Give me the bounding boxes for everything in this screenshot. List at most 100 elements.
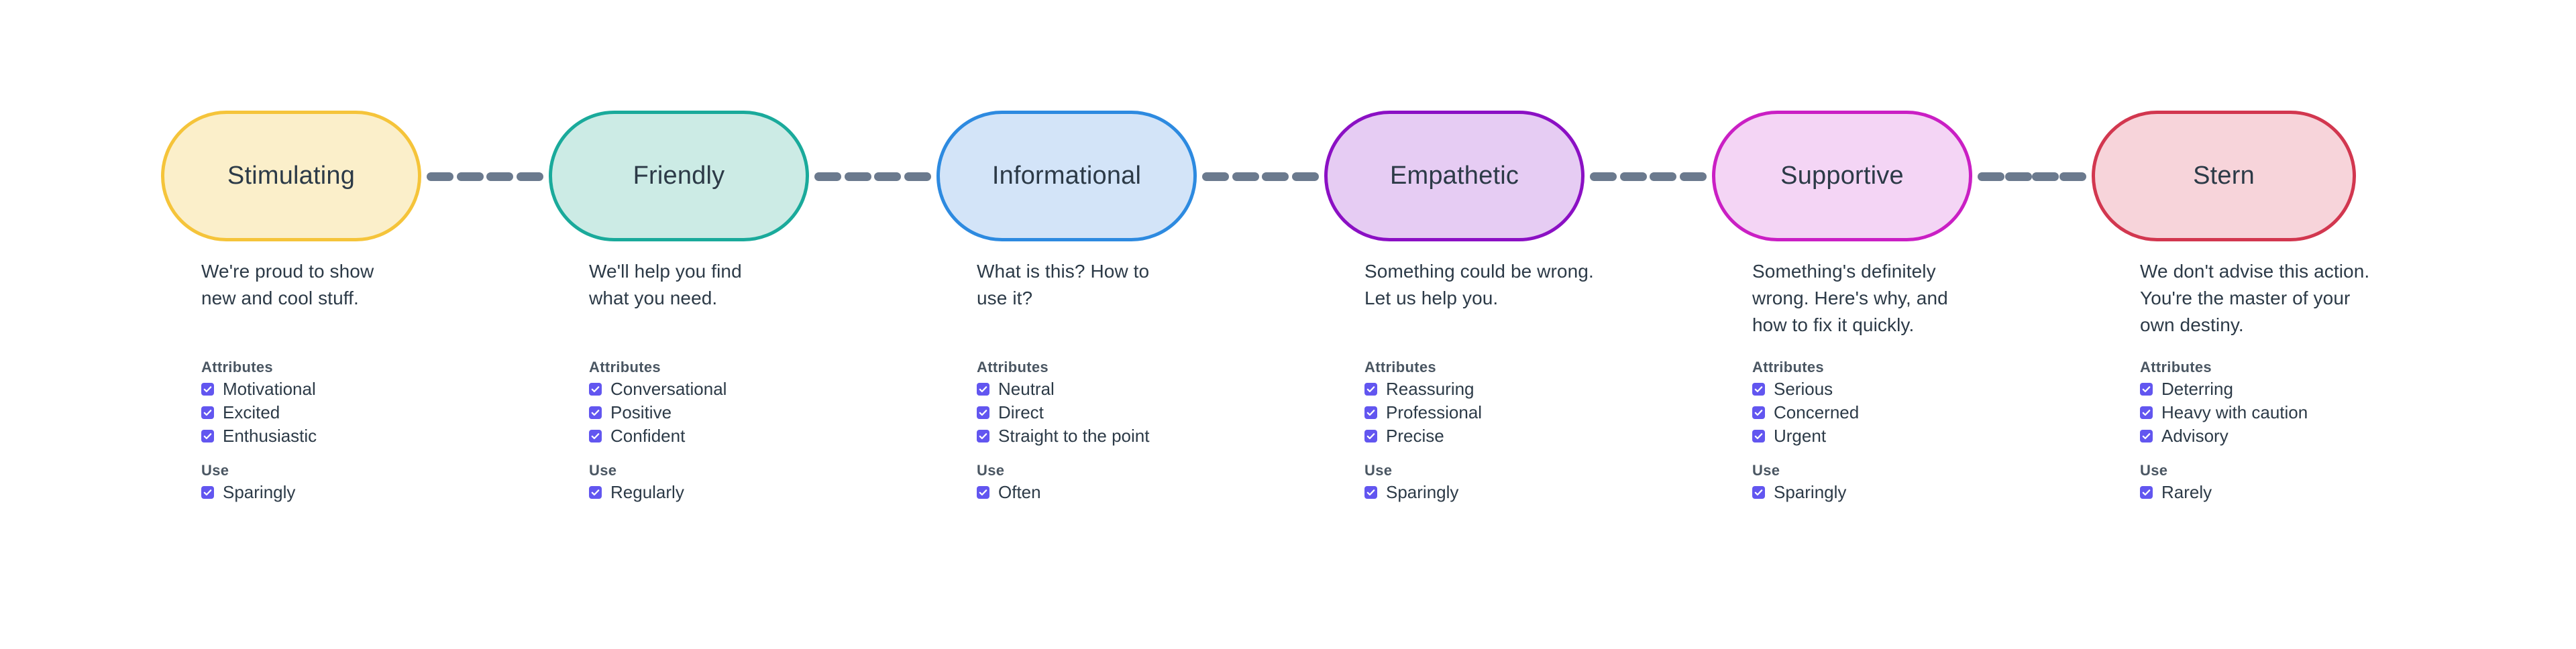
checkbox-row[interactable]: Motivational — [201, 380, 374, 398]
tone-pill-label: Informational — [991, 162, 1142, 190]
checkbox-row[interactable]: Excited — [201, 404, 374, 421]
dash-segment — [1262, 172, 1289, 181]
tone-column-stimulating: We're proud to show new and cool stuff.A… — [201, 258, 374, 507]
checkbox-row[interactable]: Advisory — [2140, 427, 2369, 445]
attribute-label: Advisory — [2161, 426, 2229, 446]
tone-pill-label: Friendly — [633, 162, 725, 190]
checkmark-icon[interactable] — [1752, 429, 1765, 442]
checkbox-row[interactable]: Enthusiastic — [201, 427, 374, 445]
dash-segment — [2004, 172, 2032, 181]
tone-column-stern: We don't advise this action. You're the … — [2140, 258, 2369, 507]
tone-column-friendly: We'll help you find what you need.Attrib… — [589, 258, 742, 507]
tone-description: Something could be wrong. Let us help yo… — [1364, 261, 1594, 308]
checkmark-icon[interactable] — [589, 485, 602, 499]
checkmark-icon[interactable] — [589, 382, 602, 396]
checkmark-icon[interactable] — [977, 485, 989, 499]
use-heading: Use — [589, 462, 617, 479]
attributes-heading: Attributes — [589, 359, 661, 375]
checkbox-row[interactable]: Rarely — [2140, 483, 2369, 501]
checkbox-row[interactable]: Sparingly — [1364, 483, 1594, 501]
checkmark-icon[interactable] — [201, 485, 214, 499]
checkbox-row[interactable]: Confident — [589, 427, 742, 445]
checkbox-row[interactable]: Sparingly — [201, 483, 374, 501]
tone-detail-columns: We're proud to show new and cool stuff. A… — [0, 258, 2576, 580]
checkbox-row[interactable]: Serious — [1752, 380, 1948, 398]
checkbox-row[interactable]: Regularly — [589, 483, 742, 501]
tone-pill-friendly[interactable]: Friendly — [549, 111, 809, 241]
checkbox-row[interactable]: Sparingly — [1752, 483, 1948, 501]
checkbox-row[interactable]: Direct — [977, 404, 1149, 421]
checkbox-row[interactable]: Straight to the point — [977, 427, 1149, 445]
checkmark-icon[interactable] — [1752, 382, 1765, 396]
checkmark-icon[interactable] — [1364, 406, 1377, 419]
checkmark-icon[interactable] — [201, 429, 214, 442]
checkbox-row[interactable]: Conversational — [589, 380, 742, 398]
checkmark-icon[interactable] — [2140, 429, 2153, 442]
tone-pill-stimulating[interactable]: Stimulating — [161, 111, 421, 241]
checkmark-icon[interactable] — [2140, 406, 2153, 419]
tone-pill-supportive[interactable]: Supportive — [1712, 111, 1972, 241]
checkmark-icon[interactable] — [2140, 485, 2153, 499]
checkmark-icon[interactable] — [1752, 485, 1765, 499]
tone-pill-empathetic[interactable]: Empathetic — [1324, 111, 1585, 241]
checkmark-icon[interactable] — [2140, 382, 2153, 396]
use-heading: Use — [1364, 462, 1393, 479]
checkbox-row[interactable]: Neutral — [977, 380, 1149, 398]
attribute-label: Urgent — [1774, 426, 1827, 446]
checkmark-icon[interactable] — [201, 406, 214, 419]
dashed-line-icon — [814, 171, 931, 182]
checkbox-row[interactable]: Positive — [589, 404, 742, 421]
checkmark-icon[interactable] — [977, 382, 989, 396]
dashed-line-icon — [1590, 171, 1707, 182]
dashed-line-icon — [1978, 171, 2086, 182]
checkmark-icon[interactable] — [977, 406, 989, 419]
attribute-label: Serious — [1774, 379, 1833, 399]
checkmark-icon[interactable] — [201, 382, 214, 396]
use-heading: Use — [1752, 462, 1780, 479]
checkmark-icon[interactable] — [1364, 429, 1377, 442]
checkmark-icon[interactable] — [1752, 406, 1765, 419]
dash-segment — [1978, 172, 2004, 181]
attribute-label: Positive — [610, 402, 672, 422]
checkbox-row[interactable]: Reassuring — [1364, 380, 1594, 398]
dash-segment — [1619, 172, 1647, 181]
attribute-label: Professional — [1386, 402, 1483, 422]
dash-segment — [516, 172, 543, 181]
checkbox-row[interactable]: Precise — [1364, 427, 1594, 445]
checkbox-row[interactable]: Deterring — [2140, 380, 2369, 398]
checkmark-icon[interactable] — [589, 429, 602, 442]
checkmark-icon[interactable] — [589, 406, 602, 419]
attributes-heading: Attributes — [977, 359, 1049, 375]
tone-pill-informational[interactable]: Informational — [936, 111, 1197, 241]
attribute-label: Reassuring — [1386, 379, 1474, 399]
checkmark-icon[interactable] — [1364, 485, 1377, 499]
attribute-label: Heavy with caution — [2161, 402, 2308, 422]
tone-pill-label: Stern — [2193, 162, 2255, 190]
checkbox-row[interactable]: Often — [977, 483, 1149, 501]
checkbox-row[interactable]: Heavy with caution — [2140, 404, 2369, 421]
dash-segment — [874, 172, 902, 181]
checkbox-row[interactable]: Professional — [1364, 404, 1594, 421]
checkmark-icon[interactable] — [1364, 382, 1377, 396]
tone-description: We're proud to show new and cool stuff. — [201, 261, 374, 308]
dash-segment — [2032, 172, 2059, 181]
checkbox-row[interactable]: Concerned — [1752, 404, 1948, 421]
tone-description: Something's definitely wrong. Here's why… — [1752, 261, 1948, 335]
tone-pill-row: Stimulating Friendly Informational Empathet… — [0, 111, 2576, 245]
checkbox-row[interactable]: Urgent — [1752, 427, 1948, 445]
checkmark-icon[interactable] — [977, 429, 989, 442]
tone-pill-stern[interactable]: Stern — [2092, 111, 2356, 241]
